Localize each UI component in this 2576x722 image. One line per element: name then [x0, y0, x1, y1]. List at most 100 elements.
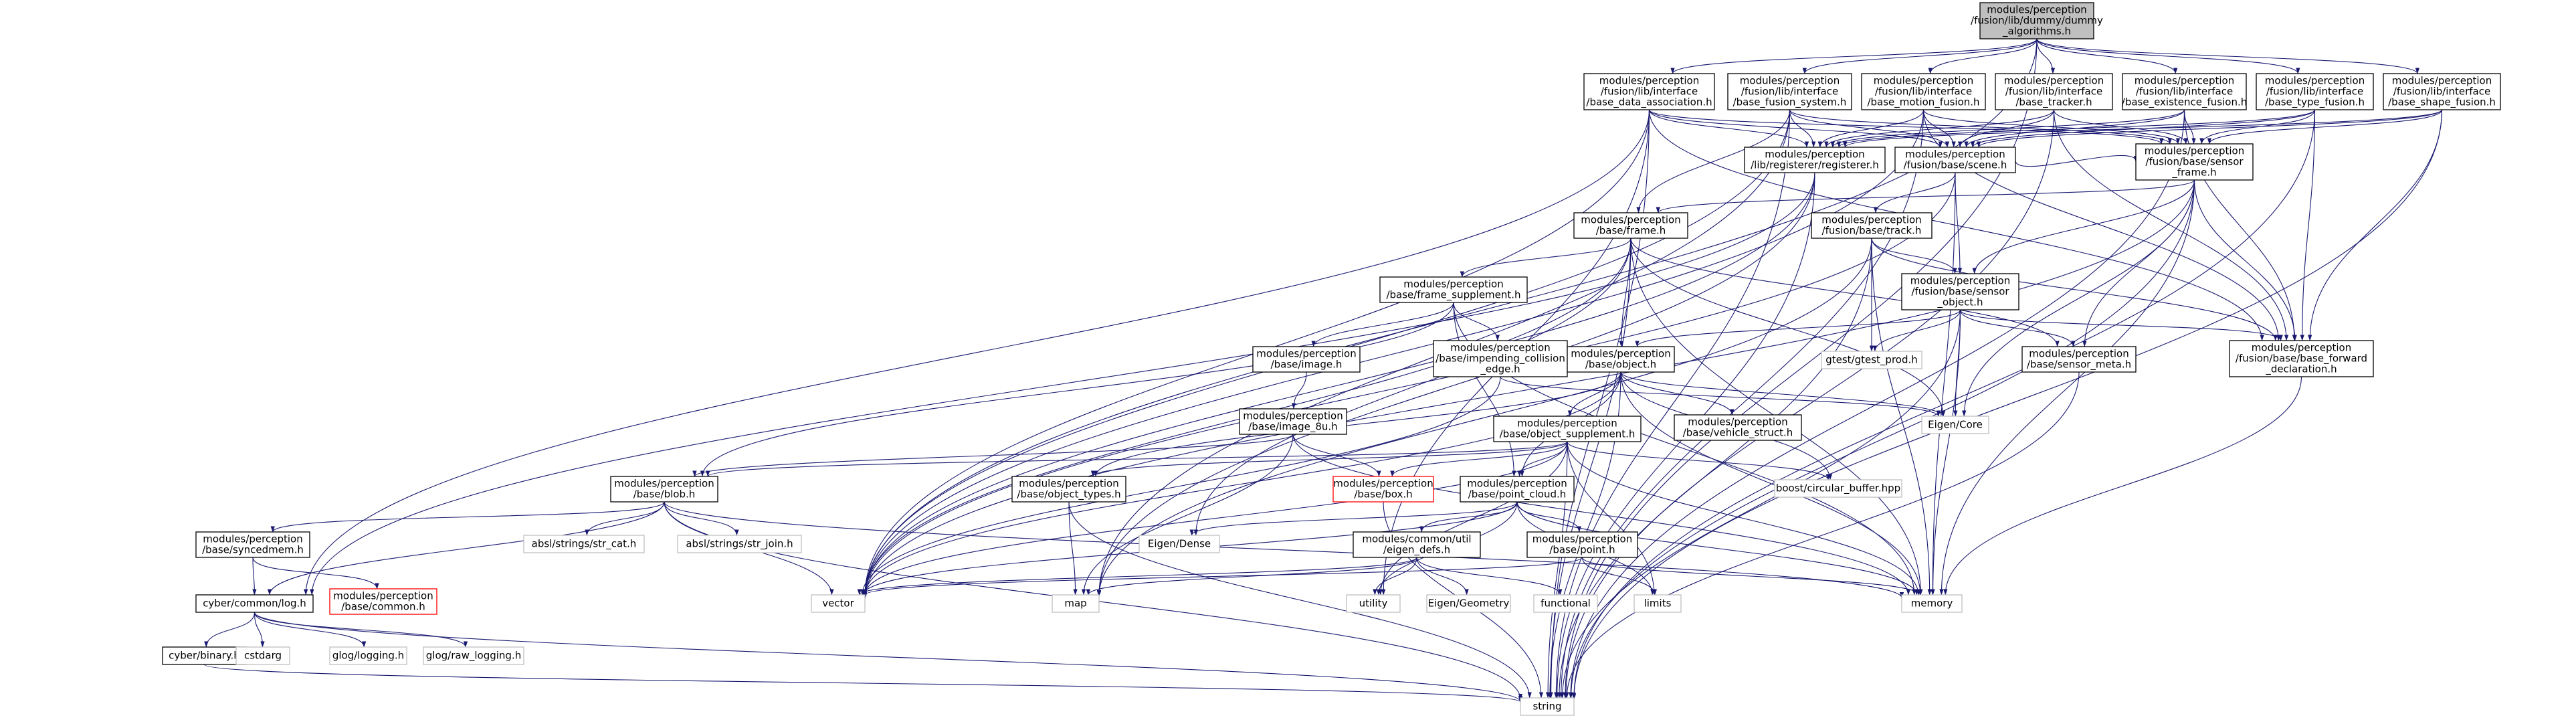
edge-dummy-to-ifs: [1802, 38, 2038, 74]
node-label-line: /base_motion_fusion.h: [1867, 96, 1979, 108]
node-memory: memory: [1901, 594, 1963, 613]
node-img[interactable]: modules/perception/base/image.h: [1252, 346, 1361, 373]
edge-line: [1571, 109, 2316, 699]
node-box: [1353, 531, 1481, 558]
edge-log-to-glograw: [254, 612, 468, 648]
edge-line: [310, 172, 1815, 596]
node-fwd[interactable]: modules/perception/fusion/base/base_forw…: [2229, 340, 2374, 377]
node-label-line: modules/perception: [1874, 74, 1973, 86]
edge-line: [2036, 38, 2056, 74]
edge-ida-to-log: [304, 109, 1650, 596]
node-smeta[interactable]: modules/perception/base/sensor_meta.h: [2021, 346, 2137, 373]
edge-fsup-to-impc: [1453, 302, 1500, 341]
edge-line: [254, 612, 265, 648]
node-label-line: boost/circular_buffer.hpp: [1776, 482, 1900, 494]
edge-sframe-to-string: [1569, 179, 2195, 699]
node-label-line: Eigen/Dense: [1148, 537, 1211, 549]
node-label-line: /base/image_8u.h: [1248, 420, 1337, 433]
node-vstruct[interactable]: modules/perception/base/vehicle_struct.h: [1674, 414, 1802, 441]
node-ifs[interactable]: modules/perception/fusion/lib/interface/…: [1727, 73, 1852, 110]
edge-line: [1620, 371, 1923, 596]
edge-log-to-string: [254, 612, 1522, 703]
node-box: [1252, 346, 1361, 373]
node-label-line: modules/perception: [1403, 278, 1503, 290]
edge-osup-to-limits: [1567, 441, 1657, 596]
node-ity[interactable]: modules/perception/fusion/lib/interface/…: [2256, 73, 2374, 110]
edge-line: [1922, 109, 2181, 145]
node-label-line: /fusion/lib/interface: [2266, 85, 2363, 97]
edge-sframe-to-eigencore: [1962, 179, 2195, 417]
edge-fwd-to-memory: [1943, 376, 2302, 596]
node-label-line: memory: [1911, 597, 1953, 609]
node-image8u[interactable]: modules/perception/base/image_8u.h: [1239, 408, 1347, 435]
node-map: map: [1052, 594, 1100, 613]
edge-line: [1516, 501, 1919, 596]
node-label-line: string: [1532, 700, 1561, 712]
node-ida[interactable]: modules/perception/fusion/lib/interface/…: [1583, 73, 1715, 110]
node-track[interactable]: modules/perception/fusion/base/track.h: [1811, 212, 1933, 239]
node-frame[interactable]: modules/perception/base/frame.h: [1573, 212, 1688, 239]
edge-line: [1292, 434, 1910, 596]
node-label-line: /base/image.h: [1271, 358, 1343, 370]
node-fsup[interactable]: modules/perception/base/frame_supplement…: [1379, 276, 1528, 303]
node-label-line: /base/frame.h: [1596, 224, 1666, 236]
node-itr[interactable]: modules/perception/fusion/lib/interface/…: [1995, 73, 2113, 110]
edge-dummy-to-ida: [1670, 38, 2038, 74]
node-label-line: /eigen_defs.h: [1383, 543, 1450, 556]
node-label-line: absl/strings/str_join.h: [686, 537, 793, 550]
node-ish[interactable]: modules/perception/fusion/lib/interface/…: [2383, 73, 2501, 110]
node-egeom: Eigen/Geometry: [1426, 594, 1511, 613]
edge-point-to-memory: [1581, 557, 1921, 596]
node-box: [329, 646, 407, 665]
edge-fsup-to-blob: [700, 302, 1454, 477]
node-imf[interactable]: modules/perception/fusion/lib/interface/…: [1861, 73, 1986, 110]
node-binary[interactable]: cyber/binary.h: [162, 646, 247, 665]
node-impc[interactable]: modules/perception/base/impending_collis…: [1433, 340, 1568, 377]
node-otypes[interactable]: modules/perception/base/object_types.h: [1011, 476, 1126, 503]
node-syncmem[interactable]: modules/perception/base/syncedmem.h: [195, 531, 310, 558]
node-eigendefs[interactable]: modules/common/util/eigen_defs.h: [1353, 531, 1481, 558]
edge-log-to-binary: [204, 612, 256, 648]
edge-line: [1068, 501, 1532, 699]
edge-osup-to-memory: [1567, 441, 1921, 596]
node-osup[interactable]: modules/perception/base/object_supplemen…: [1493, 416, 1642, 442]
edge-log-to-glog: [254, 612, 367, 648]
edge-scene-to-sobj: [1955, 172, 1963, 274]
node-sobj[interactable]: modules/perception/fusion/base/sensor_ob…: [1901, 273, 2019, 310]
edge-osup-to-cbuf: [1567, 441, 1831, 480]
edge-line: [1871, 238, 2278, 341]
edge-line: [1648, 109, 1943, 148]
node-label-line: modules/perception: [2265, 74, 2365, 86]
node-label-line: /base_shape_fusion.h: [2388, 96, 2496, 108]
node-box: [1894, 147, 2016, 173]
node-blob[interactable]: modules/perception/base/blob.h: [610, 476, 718, 503]
node-log[interactable]: cyber/common/log.h: [195, 594, 314, 613]
edge-binary-to-string: [203, 664, 1522, 703]
node-sframe[interactable]: modules/perception/fusion/base/sensor_fr…: [2135, 143, 2254, 181]
edge-line: [1291, 371, 1307, 410]
node-label-line: modules/perception: [1821, 213, 1921, 225]
edge-line: [863, 557, 1583, 596]
edge-line: [1460, 238, 1631, 278]
node-box: [1583, 73, 1715, 110]
edge-line: [2036, 38, 2419, 74]
node-cbuf: boost/circular_buffer.hpp: [1774, 479, 1902, 498]
node-point[interactable]: modules/perception/base/point.h: [1526, 531, 1638, 558]
edge-line: [1567, 371, 1621, 417]
edge-sframe-to-sobj: [1972, 179, 2195, 274]
edge-ida-to-scene: [1648, 109, 1943, 148]
node-iex[interactable]: modules/perception/fusion/lib/interface/…: [2122, 73, 2247, 110]
node-pcloud[interactable]: modules/perception/base/point_cloud.h: [1460, 476, 1575, 503]
node-scene[interactable]: modules/perception/fusion/base/scene.h: [1894, 147, 2016, 173]
edge-scene-to-memory: [1930, 172, 1956, 596]
node-label-line: /base/point.h: [1549, 543, 1615, 555]
edges-layer: [203, 38, 2443, 703]
edge-line: [1620, 371, 1945, 417]
node-dummy: modules/perception/fusion/lib/dummy/dumm…: [1971, 2, 2103, 39]
node-label-line: modules/perception: [2252, 341, 2351, 353]
node-reg[interactable]: modules/perception/lib/registerer/regist…: [1744, 147, 1886, 173]
node-object[interactable]: modules/perception/base/object.h: [1567, 346, 1675, 373]
edge-line: [1581, 557, 1921, 596]
node-label-line: /base_existence_fusion.h: [2122, 96, 2247, 108]
edge-line: [1620, 371, 1735, 416]
